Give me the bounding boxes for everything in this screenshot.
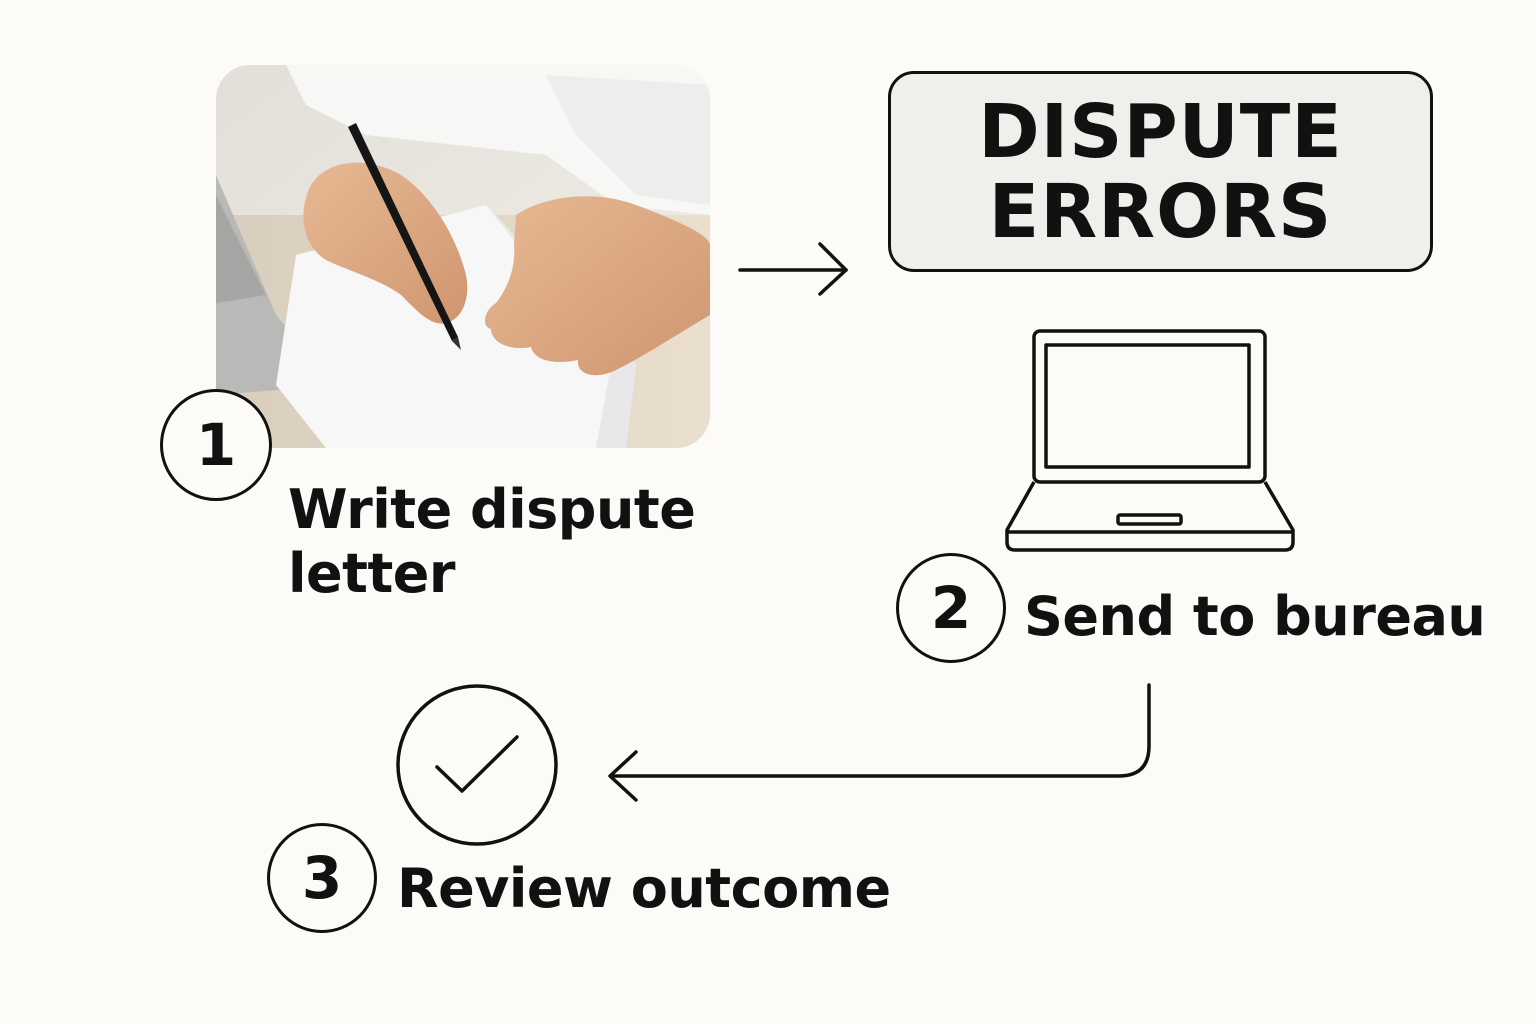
step-1-label: Write dispute letter bbox=[288, 478, 696, 606]
step-1-label-line-2: letter bbox=[288, 542, 456, 605]
step-1-badge: 1 bbox=[160, 389, 272, 501]
step-2-badge: 2 bbox=[896, 553, 1006, 663]
dispute-errors-box: DISPUTE ERRORS bbox=[888, 71, 1433, 272]
arrow-left-icon bbox=[608, 683, 1151, 802]
title-line-2: ERRORS bbox=[988, 168, 1333, 255]
step-3-badge: 3 bbox=[267, 823, 377, 933]
step-2-label: Send to bureau bbox=[1024, 585, 1486, 648]
laptop-icon bbox=[1005, 329, 1295, 552]
step-3-label: Review outcome bbox=[397, 857, 891, 920]
step-1-label-line-1: Write dispute bbox=[288, 478, 696, 541]
dispute-errors-title: DISPUTE ERRORS bbox=[978, 92, 1343, 252]
title-line-1: DISPUTE bbox=[978, 88, 1343, 175]
arrow-right-icon bbox=[738, 242, 848, 296]
check-circle-icon bbox=[396, 684, 558, 846]
writing-letter-photo bbox=[216, 65, 710, 448]
